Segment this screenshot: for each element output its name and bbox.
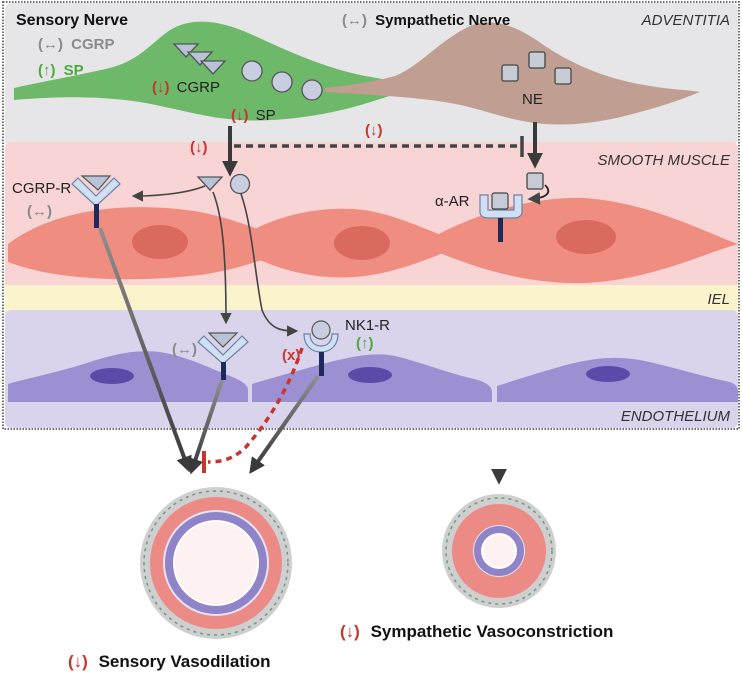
nk1-receptor — [303, 320, 339, 376]
cgrp-receptor-endothelial — [197, 332, 249, 380]
iel-label: IEL — [707, 291, 730, 308]
sympathetic-vasoconstriction-line: (↓) Sympathetic Vasoconstriction — [340, 622, 613, 641]
cgrp-r-label: CGRP-R — [12, 180, 71, 197]
sensory-outcome-text: Sensory Vasodilation — [99, 652, 271, 671]
ne-binding-arrow — [527, 184, 550, 205]
ne-label: NE — [522, 91, 543, 108]
released-ne — [526, 172, 544, 190]
release-sp-text: SP — [256, 107, 276, 124]
nk1-r-label: NK1-R — [345, 317, 390, 334]
sensory-cgrp-text: CGRP — [71, 36, 114, 53]
sensory-sp-line: (↑) SP — [38, 62, 84, 79]
release-sp-line: (↓) SP — [231, 107, 276, 124]
release-cgrp-text: CGRP — [177, 79, 220, 96]
endo-cgrp-arrow-label: (↔) — [172, 341, 197, 358]
sensory-vessel — [140, 487, 292, 639]
arrow-to-endo-cgrp-r — [212, 191, 232, 325]
cgrp-r-arrow-label: (↔) — [27, 203, 52, 220]
blocked-label: (x) — [282, 347, 300, 364]
sympathetic-inhibit-arrow-label: (↓) — [365, 122, 383, 139]
arrow-to-nk1-r — [240, 193, 299, 337]
sensory-cgrp-line: (↔) CGRP — [38, 36, 115, 53]
cgrp-receptor-smooth — [71, 175, 121, 228]
nk1-r-arrow-label: (↑) — [356, 335, 374, 352]
sympathetic-vessel — [442, 494, 556, 608]
sympathetic-outcome-text: Sympathetic Vasoconstriction — [371, 622, 614, 641]
sympathetic-nerve-title: Sympathetic Nerve — [375, 12, 510, 29]
arrow-to-cgrp-r — [131, 185, 206, 202]
released-cgrp — [196, 176, 224, 191]
smooth-muscle-label: SMOOTH MUSCLE — [597, 152, 731, 169]
ne-vesicles — [501, 51, 572, 85]
sensory-vasodilation-line: (↓) Sensory Vasodilation — [68, 652, 271, 671]
sensory-cgrp-arrow: (↔) — [38, 36, 63, 53]
cgrp-r-to-vessel-arrow — [98, 227, 192, 473]
endothelium-label: ENDOTHELIUM — [621, 408, 731, 425]
sympathetic-arrow: (↔) — [342, 12, 367, 29]
sensory-nerve-title: Sensory Nerve — [16, 12, 128, 29]
sensory-flow-arrow-label: (↓) — [190, 139, 208, 156]
iel-layer — [5, 285, 738, 313]
adventitia-label: ADVENTITIA — [641, 12, 730, 29]
alpha-ar-receptor — [479, 192, 523, 242]
sp-vesicles — [241, 60, 323, 101]
release-cgrp-line: (↓) CGRP — [152, 79, 220, 96]
endothelial-cells — [8, 351, 738, 402]
alpha-ar-label: α-AR — [435, 193, 470, 210]
released-sp — [229, 173, 251, 195]
nk1-r-to-vessel-arrow — [249, 374, 320, 474]
sympathetic-nerve-line: (↔) Sympathetic Nerve — [342, 12, 510, 29]
sensory-outcome-arrow: (↓) — [68, 652, 88, 671]
sensory-sp-text: SP — [64, 62, 84, 79]
diagram-border — [2, 1, 740, 430]
release-cgrp-arrow: (↓) — [152, 79, 170, 96]
sympathetic-outcome-arrow: (↓) — [340, 622, 360, 641]
nk1-blocked-dashed — [207, 347, 304, 464]
cgrp-vesicles — [172, 43, 227, 75]
release-sp-arrow: (↓) — [231, 107, 249, 124]
sensory-sp-arrow: (↑) — [38, 62, 56, 79]
endo-cgrp-r-to-vessel-arrow — [187, 379, 224, 475]
